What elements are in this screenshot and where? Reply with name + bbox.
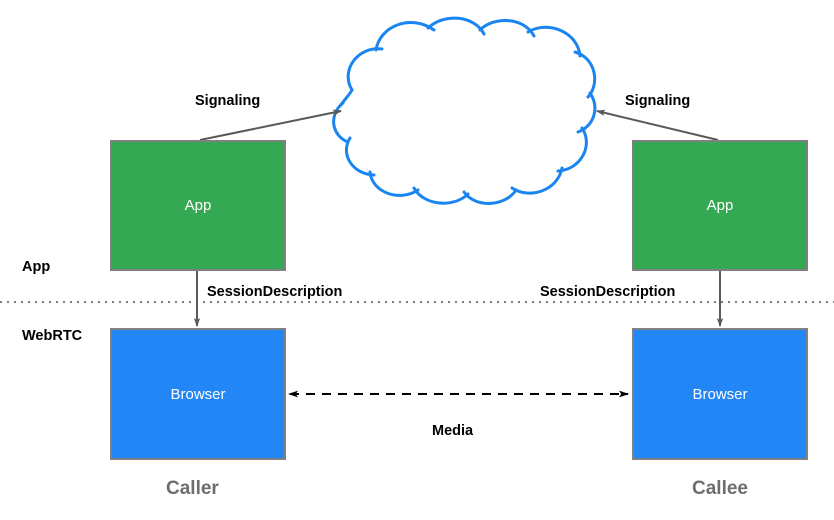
app-box-callee[interactable]: App bbox=[632, 140, 808, 271]
signaling-arrow-right bbox=[596, 109, 719, 141]
app-box-callee-label: App bbox=[706, 197, 734, 214]
signaling-label-left: Signaling bbox=[195, 93, 261, 109]
session-description-label-left: SessionDescription bbox=[207, 284, 343, 300]
signaling-label-right: Signaling bbox=[625, 93, 691, 109]
browser-box-callee-label: Browser bbox=[692, 385, 748, 403]
media-label: Media bbox=[432, 423, 474, 439]
layer-label-webrtc: WebRTC bbox=[22, 328, 83, 344]
role-label-callee: Callee bbox=[692, 478, 748, 499]
browser-box-caller-label: Browser bbox=[170, 385, 226, 403]
app-box-caller-label: App bbox=[184, 197, 212, 214]
session-description-label-right: SessionDescription bbox=[540, 284, 676, 300]
signaling-arrow-left bbox=[199, 109, 342, 141]
role-label-caller: Caller bbox=[166, 478, 219, 499]
browser-box-caller[interactable]: Browser bbox=[110, 328, 286, 460]
app-box-caller[interactable]: App bbox=[110, 140, 286, 271]
signaling-cloud-icon bbox=[332, 16, 597, 205]
layer-label-app: App bbox=[22, 259, 51, 275]
browser-box-callee[interactable]: Browser bbox=[632, 328, 808, 460]
